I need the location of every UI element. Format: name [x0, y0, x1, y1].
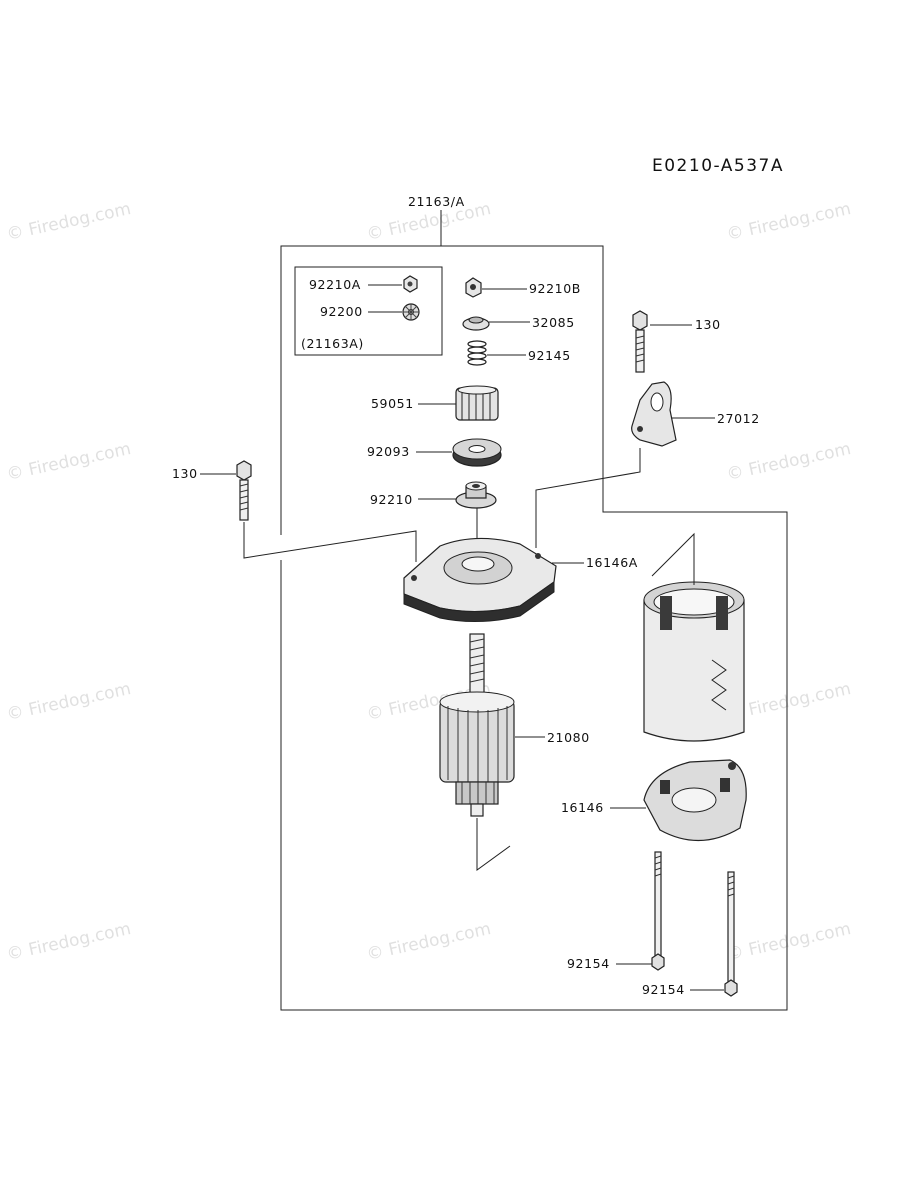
pinion-gear-icon: [455, 385, 499, 421]
watermark: © Firedog.com: [5, 919, 133, 965]
bolt-icon: [632, 310, 648, 373]
part-number-92210A: 92210A: [309, 277, 361, 292]
watermark: © Firedog.com: [725, 439, 853, 485]
part-number-92200: 92200: [320, 304, 363, 319]
spring-icon: [467, 340, 487, 366]
assembly-label: 21163/A: [408, 194, 465, 209]
assembly-frame: [280, 245, 788, 1011]
part-number-92210: 92210: [370, 492, 413, 507]
stop-collar-icon: [455, 481, 497, 509]
armature-icon: [439, 633, 515, 817]
part-number-16146: 16146: [561, 800, 604, 815]
watermark: © Firedog.com: [5, 679, 133, 725]
mounting-bracket-icon: [631, 381, 677, 447]
diagram-code: E0210-A537A: [652, 156, 784, 176]
part-number-92154-a: 92154: [567, 956, 610, 971]
watermark: © Firedog.com: [5, 199, 133, 245]
collar-icon: [462, 316, 490, 331]
part-number-130-right: 130: [695, 317, 721, 332]
part-number-21080: 21080: [547, 730, 590, 745]
part-number-92145: 92145: [528, 348, 571, 363]
watermark: © Firedog.com: [5, 439, 133, 485]
end-cover-icon: [403, 537, 557, 623]
part-number-59051: 59051: [371, 396, 414, 411]
right-bolt-axis-line: [535, 448, 641, 548]
part-number-92210B: 92210B: [529, 281, 581, 296]
left-bolt-axis-line: [243, 522, 417, 562]
yoke-axis-line: [651, 532, 695, 585]
kit-label: (21163A): [301, 336, 364, 351]
kit-inset-box: [294, 266, 443, 356]
yoke-housing-icon: [643, 581, 745, 742]
through-bolt-icon: [724, 871, 738, 997]
armature-axis-line: [476, 818, 511, 871]
watermark: © Firedog.com: [365, 919, 493, 965]
nut-icon: [465, 277, 482, 298]
brush-holder-icon: [643, 759, 747, 842]
watermark: © Firedog.com: [725, 919, 853, 965]
part-number-32085: 32085: [532, 315, 575, 330]
bolt-icon: [236, 460, 252, 521]
through-bolt-icon: [651, 851, 665, 971]
seal-icon: [452, 438, 502, 467]
part-number-16146A: 16146A: [586, 555, 638, 570]
part-number-130-left: 130: [172, 466, 198, 481]
part-number-27012: 27012: [717, 411, 760, 426]
part-number-92093: 92093: [367, 444, 410, 459]
lock-washer-icon: [402, 303, 420, 321]
part-number-92154-b: 92154: [642, 982, 685, 997]
nut-icon: [403, 275, 418, 293]
watermark: © Firedog.com: [725, 199, 853, 245]
